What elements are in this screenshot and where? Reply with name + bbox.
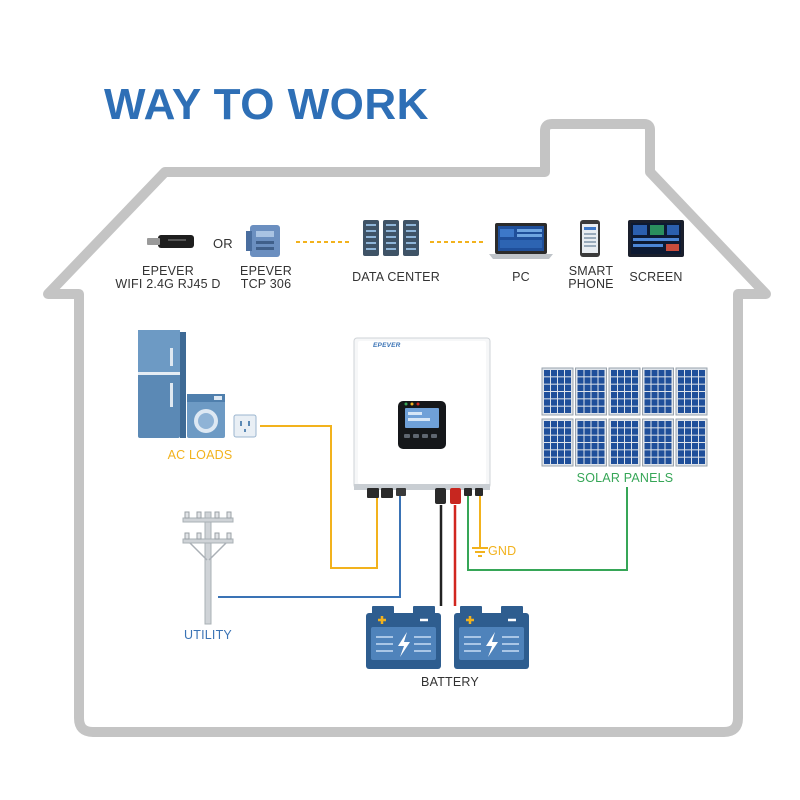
battery-1 bbox=[366, 606, 441, 669]
ac-loads-label: AC LOADS bbox=[167, 448, 233, 462]
solar-panel bbox=[575, 418, 607, 467]
solar-panel bbox=[608, 367, 641, 416]
inverter-brand-logo: EPEVER bbox=[373, 342, 401, 349]
wifi-dongle-icon bbox=[147, 235, 194, 248]
smart-phone-label: SMART PHONE bbox=[568, 264, 614, 291]
utility-pole-icon bbox=[182, 511, 234, 625]
utility-label: UTILITY bbox=[184, 628, 232, 642]
solar-panels-array bbox=[541, 367, 708, 467]
solar-panel bbox=[575, 367, 607, 416]
solar-panel bbox=[541, 418, 574, 467]
refrigerator-icon bbox=[138, 330, 186, 438]
tcp-module-label: EPEVER TCP 306 bbox=[240, 264, 292, 291]
wifi-module-label: EPEVER WIFI 2.4G RJ45 D bbox=[115, 264, 221, 291]
solar-panel bbox=[608, 418, 641, 467]
data-center-label: DATA CENTER bbox=[352, 270, 440, 284]
solar-panels-label: SOLAR PANELS bbox=[576, 471, 674, 485]
solar-panel bbox=[541, 367, 574, 416]
pc-laptop-icon bbox=[489, 223, 553, 259]
hybrid-inverter bbox=[353, 337, 491, 504]
tcp-306-module-icon bbox=[246, 225, 280, 257]
battery-2 bbox=[454, 606, 529, 669]
solar-panel bbox=[675, 367, 708, 416]
washing-machine-icon bbox=[187, 394, 225, 438]
solar-panel bbox=[675, 418, 708, 467]
ground-symbol-icon bbox=[472, 547, 488, 557]
gnd-label: GND bbox=[488, 544, 517, 558]
smart-phone-icon bbox=[580, 220, 600, 257]
ac-loads-wire bbox=[260, 425, 378, 569]
screen-label: SCREEN bbox=[629, 270, 683, 284]
or-label: OR bbox=[213, 236, 233, 251]
page-title: WAY TO WORK bbox=[104, 80, 429, 129]
data-center-servers-icon bbox=[363, 220, 419, 256]
wall-socket-icon bbox=[233, 414, 257, 438]
house-outline bbox=[43, 119, 771, 737]
battery-label: BATTERY bbox=[421, 675, 479, 689]
utility-wire bbox=[218, 490, 401, 598]
solar-panel bbox=[642, 418, 674, 467]
solar-wire bbox=[467, 487, 628, 571]
pc-label: PC bbox=[512, 270, 530, 284]
monitor-screen-icon bbox=[628, 220, 684, 257]
solar-panel bbox=[642, 367, 674, 416]
